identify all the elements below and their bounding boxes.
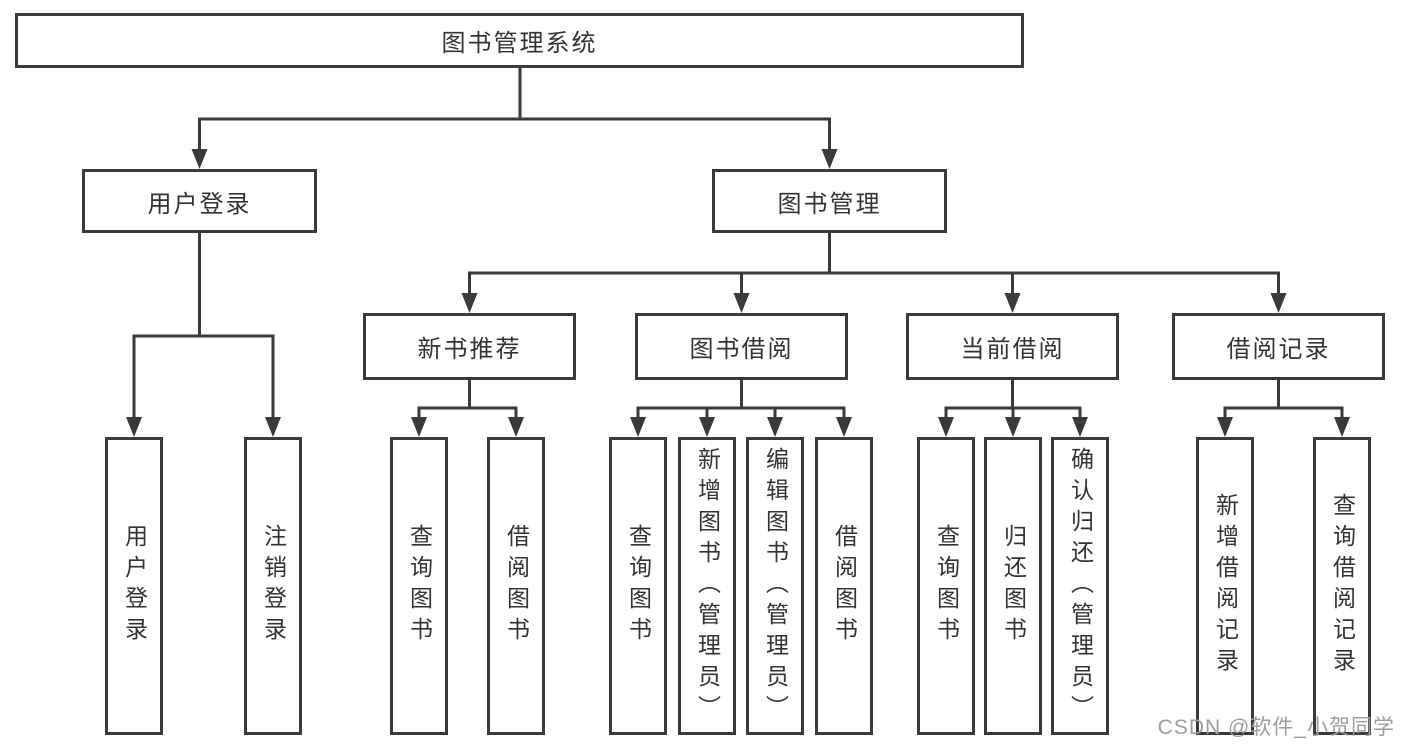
node-book-management-label: 图书管理 — [777, 190, 882, 218]
node-borrow-records-label: 借阅记录 — [1226, 336, 1331, 363]
leaf-return-book: 归还图书 — [984, 437, 1042, 735]
leaf-add-borrow-record: 新增借阅记录 — [1196, 437, 1254, 735]
node-book-management: 图书管理 — [712, 169, 947, 233]
leaf-query-books-borrow: 查询图书 — [609, 437, 667, 735]
leaf-add-borrow-record-label: 新增借阅记录 — [1212, 493, 1239, 679]
node-current-borrow: 当前借阅 — [906, 313, 1119, 380]
leaf-borrow-books: 借阅图书 — [815, 437, 873, 735]
node-root: 图书管理系统 — [15, 13, 1024, 68]
node-current-borrow-label: 当前借阅 — [960, 336, 1065, 363]
connector-root-to-level1 — [191, 68, 838, 169]
connector-user-login-to-leaves — [126, 233, 281, 437]
leaf-query-books-recommend: 查询图书 — [390, 437, 448, 735]
leaf-confirm-return-admin: 确认归还（管理员） — [1051, 437, 1109, 735]
leaf-query-borrow-record: 查询借阅记录 — [1313, 437, 1371, 735]
leaf-return-book-label: 归还图书 — [1000, 524, 1027, 648]
leaf-borrow-books-recommend-label: 借阅图书 — [503, 524, 530, 648]
connector-new-book-recommend-to-leaves — [411, 380, 524, 437]
connector-book-borrow-to-leaves — [630, 380, 852, 437]
csdn-watermark: CSDN @软件_小贺同学 — [1157, 716, 1395, 739]
leaf-query-borrow-record-label: 查询借阅记录 — [1329, 493, 1356, 679]
node-book-borrow-label: 图书借阅 — [689, 336, 794, 363]
leaf-user-login: 用户登录 — [105, 437, 163, 735]
leaf-query-books-current-label: 查询图书 — [933, 524, 960, 648]
node-user-login: 用户登录 — [82, 169, 317, 233]
node-root-label: 图书管理系统 — [441, 30, 598, 57]
leaf-user-login-label: 用户登录 — [121, 524, 148, 648]
node-new-book-recommend-label: 新书推荐 — [417, 336, 522, 363]
leaf-confirm-return-admin-label: 确认归还（管理员） — [1067, 446, 1094, 726]
leaf-add-book-admin: 新增图书（管理员） — [678, 437, 736, 735]
leaf-edit-book-admin-label: 编辑图书（管理员） — [762, 446, 789, 726]
leaf-add-book-admin-label: 新增图书（管理员） — [694, 446, 721, 726]
node-borrow-records: 借阅记录 — [1172, 313, 1385, 380]
leaf-logout-label: 注销登录 — [260, 524, 287, 648]
leaf-query-books-current: 查询图书 — [917, 437, 975, 735]
node-book-borrow: 图书借阅 — [635, 313, 848, 380]
leaf-query-books-recommend-label: 查询图书 — [406, 524, 433, 648]
node-new-book-recommend: 新书推荐 — [363, 313, 576, 380]
leaf-logout: 注销登录 — [244, 437, 302, 735]
leaf-borrow-books-label: 借阅图书 — [831, 524, 858, 648]
node-user-login-label: 用户登录 — [147, 190, 252, 218]
leaf-query-books-borrow-label: 查询图书 — [625, 524, 652, 648]
connector-current-borrow-to-leaves — [938, 380, 1088, 437]
leaf-borrow-books-recommend: 借阅图书 — [487, 437, 545, 735]
connector-book-management-to-sections — [461, 233, 1287, 313]
connector-borrow-records-to-leaves — [1217, 380, 1350, 437]
leaf-edit-book-admin: 编辑图书（管理员） — [746, 437, 804, 735]
